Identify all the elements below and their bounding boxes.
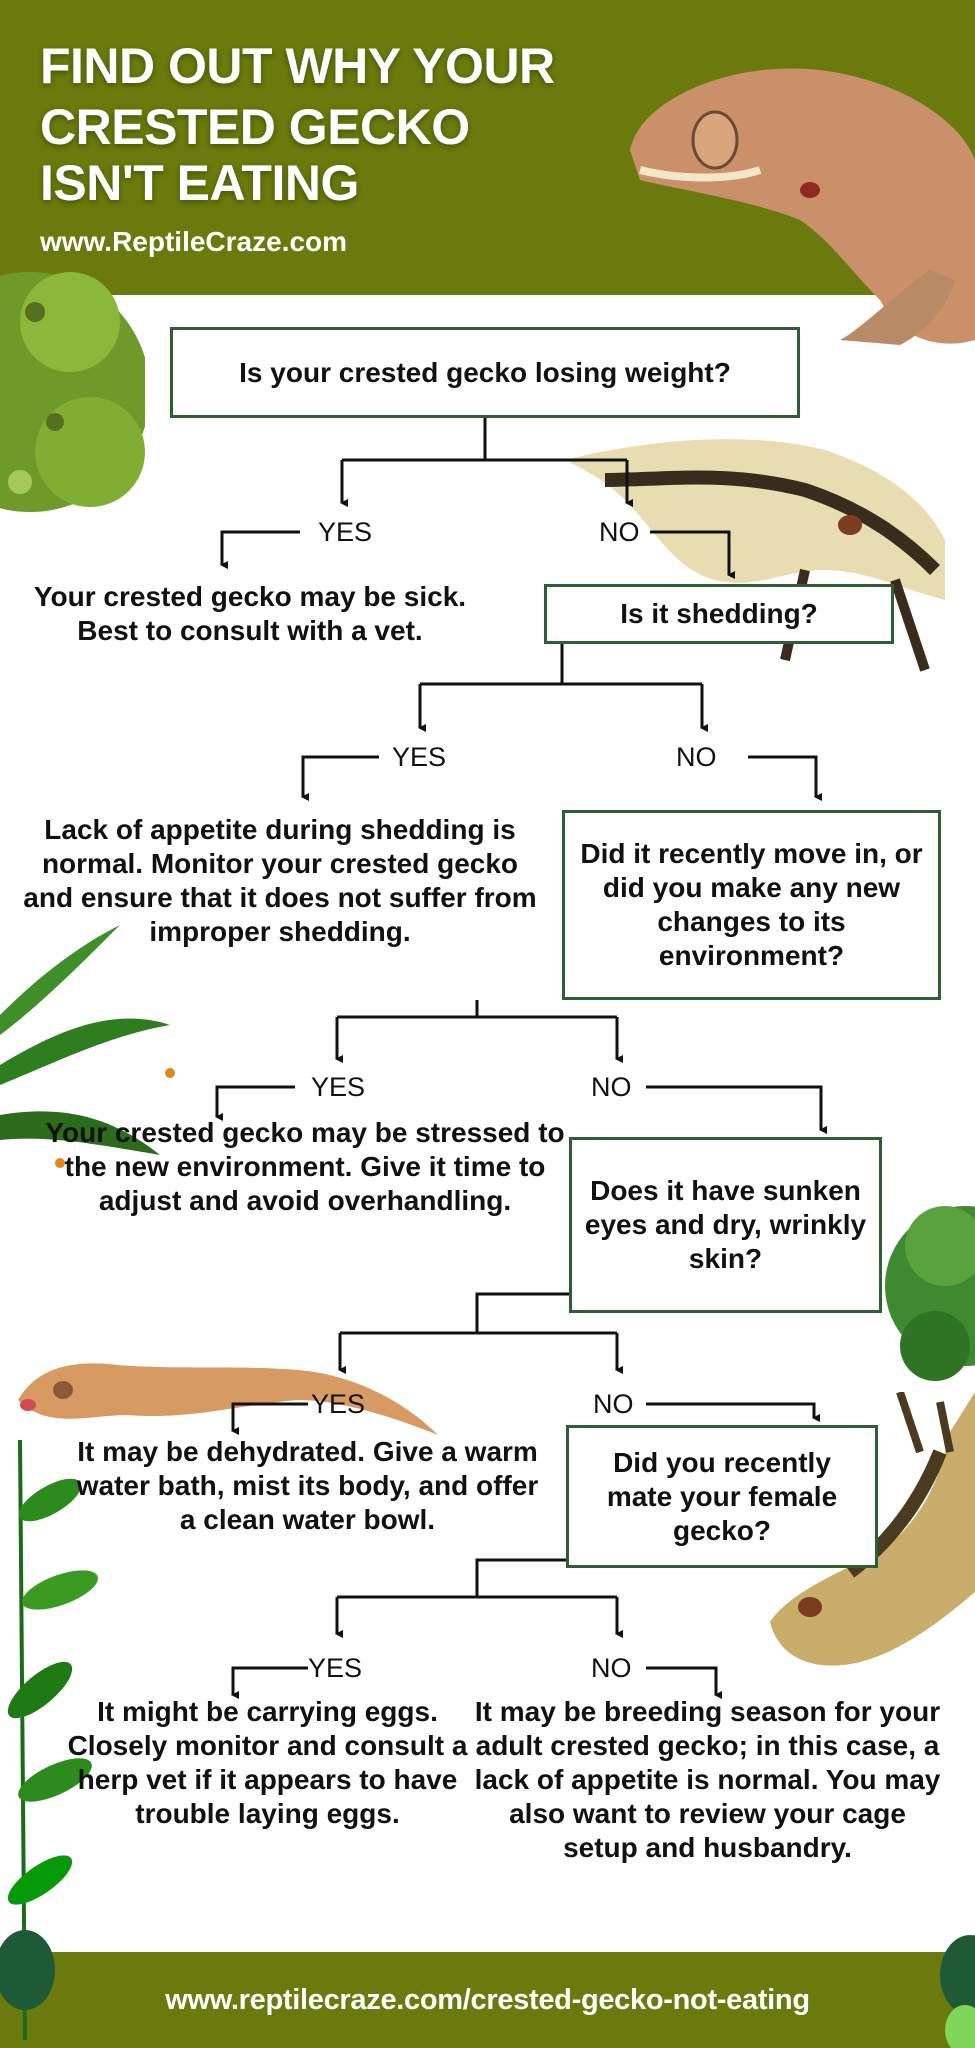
- yes-label-1: YES: [318, 517, 373, 547]
- no-label-1: NO: [599, 517, 640, 547]
- yes-label-2: YES: [392, 742, 447, 772]
- title-line-1: FIND OUT WHY YOUR: [40, 38, 555, 94]
- bush-right: [885, 1206, 975, 1381]
- answer-sick: Your crested gecko may be sick. Best to …: [33, 581, 467, 646]
- no-label-3: NO: [591, 1072, 632, 1102]
- palm-leaves-left: [0, 925, 175, 1168]
- split-4: [340, 1292, 617, 1335]
- arrow-yes-5: [231, 1666, 308, 1699]
- bush-left-top: [0, 272, 145, 512]
- arrow-yes-3: [215, 1085, 295, 1121]
- website-link[interactable]: www.ReptileCraze.com: [40, 226, 348, 257]
- arrow-yes-4: [231, 1402, 308, 1435]
- arrow-yes-1: [220, 530, 300, 569]
- no-label-2: NO: [676, 742, 717, 772]
- yes-label-4: YES: [311, 1389, 366, 1419]
- split-5: [337, 1558, 617, 1599]
- question-box-environment: Did it recently move in, or did you make…: [562, 810, 941, 1000]
- split-1: [342, 418, 627, 462]
- split-3: [337, 1000, 617, 1019]
- question-box-losing-weight: Is your crested gecko losing weight?: [170, 327, 800, 418]
- title-line-3: ISN'T EATING: [40, 155, 359, 211]
- crested-gecko-photo-orange: [18, 1363, 438, 1435]
- answer-breeding-season: It may be breeding season for your adult…: [474, 1696, 941, 1863]
- split-2: [420, 644, 702, 686]
- answer-carrying-eggs: It might be carrying eggs. Closely monit…: [67, 1696, 468, 1829]
- arrow-yes-2: [301, 755, 379, 801]
- arrow-no-4: [646, 1402, 820, 1422]
- arrow-no-2: [748, 755, 822, 801]
- monstera-leaf-right: [940, 1935, 975, 2048]
- question-box-mating: Did you recently mate your female gecko?: [566, 1425, 878, 1568]
- question-box-sunken-eyes: Does it have sunken eyes and dry, wrinkl…: [569, 1137, 882, 1313]
- answer-shedding-normal: Lack of appetite during shedding is norm…: [23, 814, 537, 947]
- answer-dehydrated: It may be dehydrated. Give a warm water …: [76, 1436, 539, 1535]
- yes-label-5: YES: [308, 1653, 363, 1683]
- no-label-4: NO: [593, 1389, 634, 1419]
- answer-stressed: Your crested gecko may be stressed to th…: [45, 1117, 565, 1216]
- footer-banner: www.reptilecraze.com/crested-gecko-not-e…: [0, 1952, 975, 2048]
- yes-label-3: YES: [311, 1072, 366, 1102]
- footer-url-link[interactable]: www.reptilecraze.com/crested-gecko-not-e…: [165, 1983, 810, 2016]
- arrow-no-5: [646, 1666, 722, 1699]
- title-line-2: CRESTED GECKO: [40, 99, 470, 155]
- no-label-5: NO: [591, 1653, 632, 1683]
- arrow-no-3: [646, 1085, 827, 1134]
- leafy-plants-left: [0, 1440, 98, 2041]
- crested-gecko-photo-top: [630, 68, 975, 345]
- arrow-no-1: [650, 530, 735, 579]
- question-box-shedding: Is it shedding?: [544, 584, 894, 644]
